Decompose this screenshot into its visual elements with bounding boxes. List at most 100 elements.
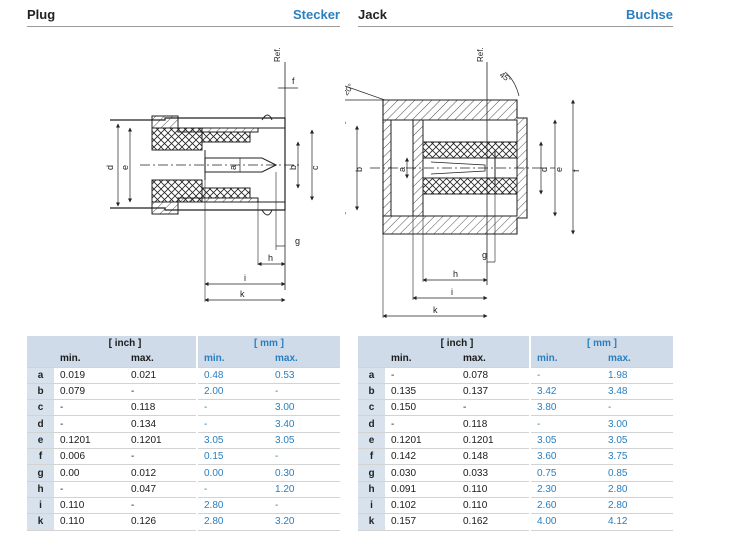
- inch-max-cell: 0.1201: [125, 432, 196, 450]
- mm-max-cell: 3.00: [602, 415, 673, 433]
- mm-max-cell: 2.80: [602, 481, 673, 498]
- inch-max-cell: 0.148: [457, 448, 529, 466]
- mm-max-cell: -: [602, 399, 673, 417]
- plug-dim-d: d: [105, 165, 115, 170]
- mm-max-cell: -: [269, 497, 340, 515]
- jack-angle-45: 45°: [498, 70, 513, 84]
- jack-group-mm: [ mm ]: [531, 336, 673, 352]
- row-key: h: [27, 481, 54, 498]
- plug-dim-k: k: [240, 289, 245, 299]
- jack-dim-g: g: [482, 250, 487, 260]
- mm-min-cell: 0.75: [531, 464, 602, 482]
- mm-min-cell: 0.15: [198, 448, 269, 466]
- inch-min-cell: -: [385, 367, 457, 384]
- plug-dim-g: g: [295, 236, 300, 246]
- table-row: c-0.118-3.00: [27, 399, 340, 417]
- plug-dim-i: i: [244, 273, 246, 283]
- inch-max-cell: 0.126: [125, 513, 196, 531]
- plug-header: Plug Stecker: [27, 4, 340, 27]
- inch-min-cell: 0.110: [54, 497, 125, 515]
- row-key: k: [358, 513, 385, 531]
- plug-drawing: Ref. f d e a b c g h i k: [105, 47, 320, 303]
- inch-max-cell: 0.033: [457, 464, 529, 482]
- mm-min-cell: -: [531, 367, 602, 384]
- mm-max-cell: 1.20: [269, 481, 340, 498]
- jack-ref-label: Ref.: [476, 47, 485, 62]
- mm-min-cell: -: [198, 399, 269, 417]
- row-key: e: [27, 432, 54, 450]
- inch-min-cell: 0.00: [54, 464, 125, 482]
- mm-min-cell: 3.60: [531, 448, 602, 466]
- jack-col-mm-max: max.: [602, 351, 673, 368]
- plug-group-mm: [ mm ]: [198, 336, 340, 352]
- table-row: a-0.078-1.98: [358, 367, 673, 384]
- jack-dim-e: e: [554, 167, 564, 172]
- row-key: f: [358, 448, 385, 466]
- jack-group-inch: [ inch ]: [385, 336, 529, 352]
- mm-max-cell: 2.80: [602, 497, 673, 515]
- plug-dim-b: b: [288, 165, 298, 170]
- mm-max-cell: 3.20: [269, 513, 340, 531]
- mm-max-cell: 1.98: [602, 367, 673, 384]
- mm-min-cell: 3.05: [531, 432, 602, 450]
- mm-max-cell: 3.40: [269, 415, 340, 433]
- mm-min-cell: -: [531, 415, 602, 433]
- mm-max-cell: 3.05: [602, 432, 673, 450]
- mm-min-cell: 2.60: [531, 497, 602, 515]
- mm-min-cell: 2.00: [198, 383, 269, 401]
- jack-dim-d: d: [539, 167, 549, 172]
- table-row: h-0.047-1.20: [27, 481, 340, 498]
- row-key: k: [27, 513, 54, 531]
- plug-col-mm-min: min.: [198, 351, 269, 368]
- inch-max-cell: 0.162: [457, 513, 529, 531]
- inch-min-cell: 0.079: [54, 383, 125, 401]
- inch-min-cell: 0.110: [54, 513, 125, 531]
- inch-max-cell: 0.078: [457, 367, 529, 384]
- row-key: e: [358, 432, 385, 450]
- plug-group-inch: [ inch ]: [54, 336, 196, 352]
- inch-min-cell: 0.1201: [54, 432, 125, 450]
- mm-min-cell: 2.80: [198, 513, 269, 531]
- plug-dim-a: a: [228, 165, 238, 170]
- mm-max-cell: 0.30: [269, 464, 340, 482]
- inch-min-cell: 0.019: [54, 367, 125, 384]
- plug-title-german: Stecker: [293, 7, 340, 22]
- row-key: i: [358, 497, 385, 515]
- row-key: c: [358, 399, 385, 417]
- mm-min-cell: 3.05: [198, 432, 269, 450]
- mm-min-cell: 3.80: [531, 399, 602, 417]
- jack-dim-c: c: [345, 167, 347, 172]
- mm-min-cell: 4.00: [531, 513, 602, 531]
- inch-min-cell: 0.150: [385, 399, 457, 417]
- jack-dim-k: k: [433, 305, 438, 315]
- table-row: d-0.134-3.40: [27, 415, 340, 433]
- inch-min-cell: 0.091: [385, 481, 457, 498]
- inch-min-cell: 0.1201: [385, 432, 457, 450]
- row-key: b: [358, 383, 385, 401]
- jack-col-mm-min: min.: [531, 351, 602, 368]
- plug-col-inch-min: min.: [54, 351, 125, 368]
- inch-max-cell: -: [125, 383, 196, 401]
- inch-min-cell: -: [385, 415, 457, 433]
- inch-min-cell: 0.142: [385, 448, 457, 466]
- jack-dim-a: a: [397, 167, 407, 172]
- inch-min-cell: 0.102: [385, 497, 457, 515]
- inch-min-cell: 0.135: [385, 383, 457, 401]
- mm-min-cell: -: [198, 481, 269, 498]
- plug-title: Plug: [27, 7, 56, 22]
- plug-dim-c: c: [310, 165, 320, 170]
- row-key: g: [27, 464, 54, 482]
- inch-max-cell: -: [125, 448, 196, 466]
- jack-title-german: Buchse: [626, 7, 673, 22]
- mm-min-cell: 2.30: [531, 481, 602, 498]
- plug-dim-f: f: [292, 76, 295, 86]
- inch-max-cell: 0.137: [457, 383, 529, 401]
